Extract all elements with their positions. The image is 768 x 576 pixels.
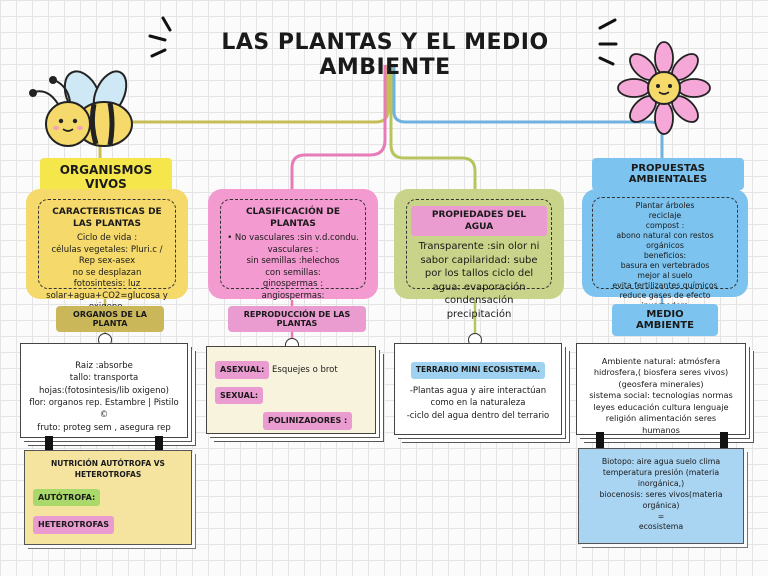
card-line: abono natural con restos orgánicos	[616, 230, 714, 250]
flower-icon	[616, 40, 712, 136]
clip-icon	[155, 436, 163, 452]
card-line: reciclaje	[648, 210, 682, 220]
card-text: Transparente :sin olor ni sabor capilari…	[418, 241, 540, 320]
paper-line: tallo: transporta	[69, 373, 139, 384]
bee-icon	[18, 58, 138, 154]
card-line: evita fertilizantes químicos	[612, 280, 718, 290]
paper-line: -Plantas agua y aire interactúan	[409, 385, 547, 396]
asexual-text: Esquejes o brot	[272, 365, 338, 375]
paper-line: -ciclo del agua dentro del terrario	[406, 410, 550, 421]
tag-autotrofa: AUTÓTROFA:	[33, 488, 101, 507]
tag-polinizadores: POLINIZADORES :	[263, 412, 353, 430]
paper-line: flor: organos rep. Estambre | Pistilo ©	[29, 397, 179, 421]
note-line: =	[657, 511, 665, 521]
card-line: vasculares :	[267, 244, 319, 255]
tag-heterotrofas: HETEROTROFAS	[33, 516, 114, 534]
card-title: CLASIFICACIÓN DE PLANTAS	[245, 207, 341, 230]
paper-line: sistema social: tecnologias normas	[589, 390, 733, 401]
note-line: biocenosis: seres vivos(materia	[599, 489, 723, 499]
card-title: PROPIEDADES DEL AGUA	[411, 206, 547, 237]
card-line: compost :	[645, 220, 685, 230]
card-clasificacion: CLASIFICACIÓN DE PLANTAS • No vasculares…	[208, 189, 378, 301]
paper-terrario: TERRARIO MINI ECOSISTEMA. -Plantas agua …	[394, 343, 562, 435]
note-title: NUTRICIÓN AUTÓTROFA VS HETEROTROFAS	[51, 459, 165, 479]
card-line: células vegetales: Pluri.c / Rep sex-ase…	[51, 244, 163, 267]
paper-line: leyes educación cultura lenguaje	[593, 401, 729, 412]
note-line: orgánica)	[642, 500, 680, 510]
card-caracteristicas: CARACTERISTICAS DE LAS PLANTAS Ciclo de …	[26, 189, 188, 335]
paper-line: como en la naturaleza	[430, 398, 526, 409]
paper-line: hojas:(fotosintesis/lib oxigeno)	[39, 385, 169, 396]
card-line: mejor al suelo	[637, 270, 693, 280]
tag-asexual: ASEXUAL:	[215, 361, 270, 379]
card-line: beneficios:	[643, 250, 687, 260]
clip-icon	[596, 432, 604, 448]
paper-line: humanos	[642, 424, 680, 435]
note-line: inorgánica,)	[637, 478, 685, 488]
card-title: CARACTERISTICAS DE LAS PLANTAS	[52, 207, 162, 230]
card-line: Plantar árboles	[635, 201, 695, 210]
paper-line: religión alimentación seres	[605, 413, 717, 424]
card-line: basura en vertebrados	[620, 260, 710, 270]
tag-sexual: SEXUAL:	[215, 386, 264, 405]
card-line: Ciclo de vida :	[76, 233, 138, 244]
subtag-medio-ambiente: MEDIO AMBIENTE	[612, 304, 718, 336]
paper-title: TERRARIO MINI ECOSISTEMA.	[410, 362, 546, 379]
subtag-reproduccion: REPRODUCCIÓN DE LAS PLANTAS	[228, 306, 366, 332]
card-line: • No vasculares :sin v.d.condu.	[227, 233, 359, 244]
card-propuestas: Plantar árboles reciclaje compost : abon…	[582, 189, 748, 310]
note-ecosistema: Biotopo: aire agua suelo clima temperatu…	[578, 448, 744, 544]
card-line: no se desplazan	[72, 267, 142, 278]
clip-icon	[45, 436, 53, 452]
paper-reproduccion: ASEXUAL: Esquejes o brot SEXUAL: POLINIZ…	[206, 346, 376, 434]
note-nutricion: NUTRICIÓN AUTÓTROFA VS HETEROTROFAS AUTÓ…	[24, 450, 192, 545]
paper-line: Ambiente natural: atmósfera	[601, 356, 721, 366]
card-line: con semillas:	[265, 267, 321, 278]
clip-icon	[720, 432, 728, 448]
card-line: angiospermas:	[261, 290, 325, 301]
note-line: Biotopo: aire agua suelo clima	[601, 457, 721, 466]
card-line: sin semillas :helechos	[246, 256, 340, 267]
subtag-organos: ORGANOS DE LA PLANTA	[56, 306, 164, 332]
paper-line: fruto: proteg sem , asegura rep	[37, 422, 171, 433]
header-propuestas: PROPUESTAS AMBIENTALES	[592, 158, 744, 190]
paper-line: Raiz :absorbe	[75, 361, 133, 371]
paper-organos: Raiz :absorbe tallo: transporta hojas:(f…	[20, 343, 188, 438]
card-propiedades-agua: PROPIEDADES DEL AGUA Transparente :sin o…	[394, 189, 564, 320]
paper-line: (geosfera minerales)	[618, 378, 704, 389]
note-line: temperatura presión (materia	[602, 467, 720, 477]
page-title: LAS PLANTAS Y EL MEDIO AMBIENTE	[221, 30, 549, 80]
card-line: fotosintesis: luz	[73, 279, 141, 290]
card-line: ginospermas :	[262, 279, 324, 290]
paper-medio-ambiente: Ambiente natural: atmósfera hidrosfera,(…	[576, 343, 746, 435]
paper-line: hidrosfera,( biosfera seres vivos)	[593, 367, 729, 378]
note-line: ecosistema	[638, 522, 684, 532]
